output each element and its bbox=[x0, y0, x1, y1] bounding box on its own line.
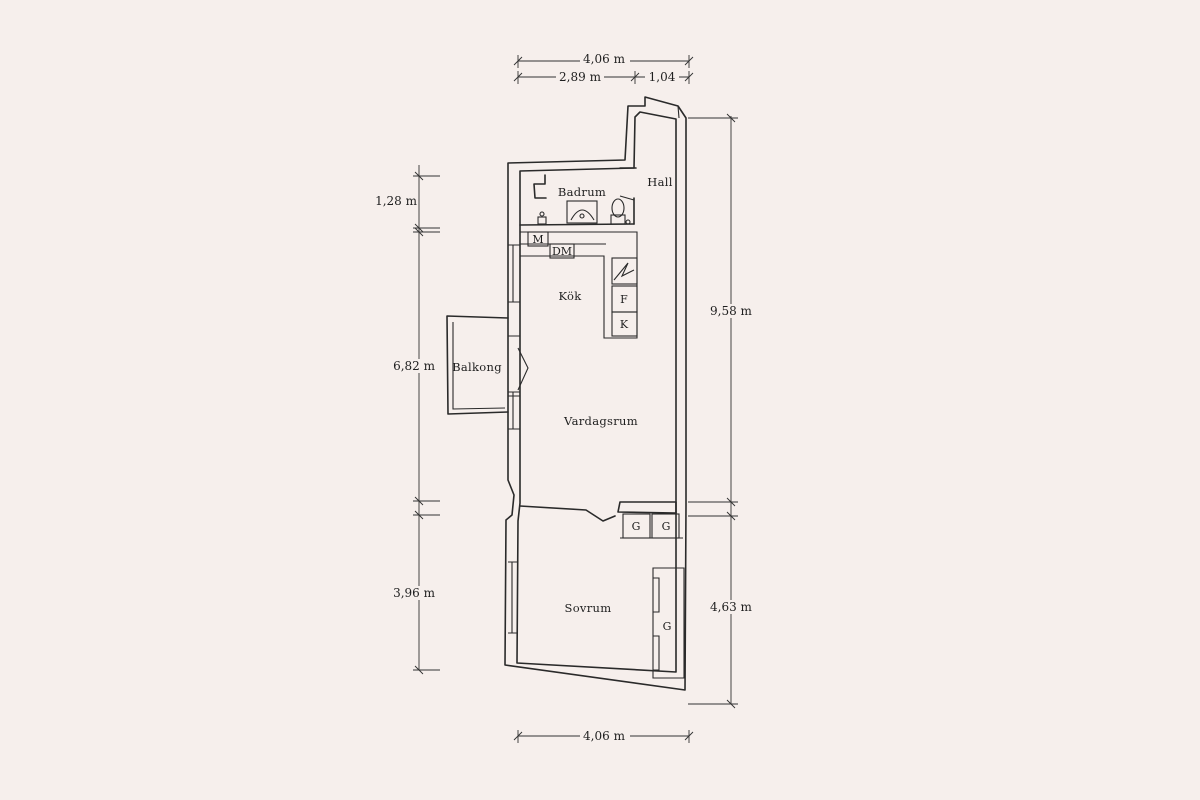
sink-icon bbox=[537, 211, 547, 225]
fixture-label-g2: G bbox=[662, 520, 671, 533]
dim-left-bottom: 3,96 m bbox=[393, 586, 436, 600]
dim-top-total: 4,06 m bbox=[583, 52, 626, 66]
drain-icon bbox=[625, 219, 631, 225]
dim-top-right: 1,04 bbox=[649, 70, 676, 84]
fixture-label-k: K bbox=[620, 318, 629, 331]
dimension-lines bbox=[413, 55, 738, 743]
bedroom-partition bbox=[519, 501, 683, 539]
kitchen bbox=[520, 231, 638, 339]
dim-bottom-total: 4,06 m bbox=[583, 729, 626, 743]
wardrobe bbox=[652, 567, 685, 679]
toilet-icon bbox=[610, 198, 626, 225]
room-label-badrum: Badrum bbox=[558, 185, 606, 199]
room-label-kok: Kök bbox=[558, 289, 582, 303]
dim-right-top: 9,58 m bbox=[710, 304, 753, 318]
balcony bbox=[446, 315, 529, 415]
fixture-label-f: F bbox=[620, 293, 628, 306]
fixture-label-g3: G bbox=[663, 620, 672, 633]
fixture-label-dm: DM bbox=[552, 245, 572, 258]
bathroom bbox=[519, 167, 637, 226]
room-label-sovrum: Sovrum bbox=[565, 601, 612, 615]
dim-top-left: 2,89 m bbox=[559, 70, 602, 84]
dim-left-mid: 6,82 m bbox=[393, 359, 436, 373]
fixture-label-m: M bbox=[532, 233, 543, 246]
dim-left-top: 1,28 m bbox=[375, 194, 418, 208]
room-label-hall: Hall bbox=[647, 175, 672, 189]
fixture-label-g1: G bbox=[632, 520, 641, 533]
shower-icon bbox=[566, 200, 598, 224]
room-label-vardagsrum: Vardagsrum bbox=[563, 414, 638, 428]
room-label-balkong: Balkong bbox=[452, 360, 502, 374]
windows bbox=[508, 244, 520, 634]
dim-right-bottom: 4,63 m bbox=[710, 600, 753, 614]
